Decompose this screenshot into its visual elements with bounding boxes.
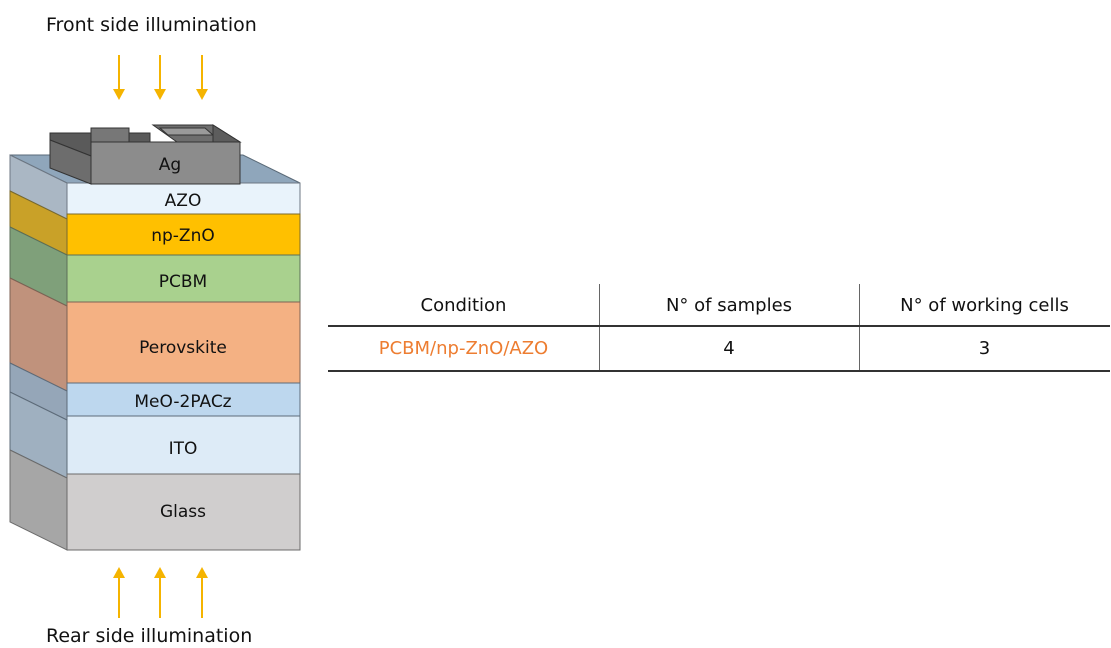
rear-arrowhead-3 [196,567,208,578]
rear-arrowhead-2 [154,567,166,578]
pcbm-layer [66,254,301,307]
bottom-rule [328,370,1110,372]
table-header-row: Condition N° of samples N° of working ce… [328,284,1110,327]
header-condition: Condition [420,295,507,316]
cell-condition: PCBM/np-ZnO/AZO [378,338,549,359]
column-separator-2 [859,284,860,372]
rear-illumination-label: Rear side illumination [46,625,253,647]
cell-working-cells: 3 [978,338,991,359]
column-separator-1 [599,284,600,372]
header-samples: N° of samples [665,295,793,316]
pcbm-label: PCBM [159,272,207,292]
meo-2pacz-label: MeO-2PACz [134,392,231,412]
azo-label: AZO [165,191,202,211]
glass-label: Glass [160,502,206,522]
front-illumination-label: Front side illumination [46,14,257,36]
front-arrowhead-2 [154,89,166,100]
front-arrowhead-1 [113,89,125,100]
device-stack-diagram: Ag AZO np-ZnO PCBM Perovskite MeO-2PACz … [9,55,301,618]
perovskite-label: Perovskite [139,338,227,358]
table-row: PCBM/np-ZnO/AZO 4 3 [328,327,1110,370]
azo-layer [66,182,301,220]
cell-samples: 4 [723,338,735,359]
ag-label: Ag [159,155,181,175]
rear-illumination-arrows [118,577,203,618]
header-rule [328,325,1110,327]
front-arrowhead-3 [196,89,208,100]
ito-layer [66,415,301,479]
np-zno-label: np-ZnO [151,226,215,246]
ag-electrode [49,124,242,185]
meo-2pacz-layer [66,382,301,421]
results-table: Condition N° of samples N° of working ce… [328,284,1110,372]
ito-label: ITO [169,439,198,459]
glass-layer [66,473,301,551]
header-working-cells: N° of working cells [900,295,1069,316]
rear-arrowhead-1 [113,567,125,578]
